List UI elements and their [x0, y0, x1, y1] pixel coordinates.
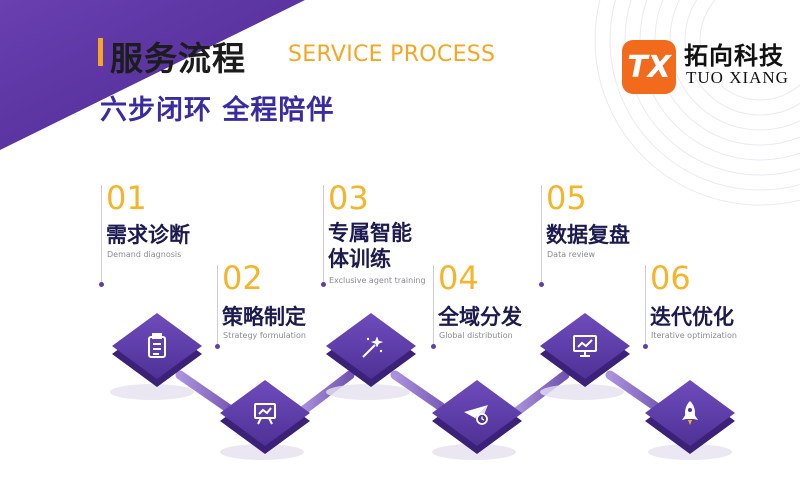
title-accent-bar — [98, 38, 103, 66]
step-3-subtitle: Exclusive agent training — [329, 276, 426, 285]
step-5-guide-line — [541, 185, 542, 283]
step-6-tile — [645, 380, 735, 454]
trend-chart-icon — [573, 335, 597, 357]
step-1-guide-dot — [99, 282, 104, 287]
step-4-subtitle: Global distribution — [439, 331, 513, 340]
step-6-title: 迭代优化 — [650, 305, 734, 329]
magic-wand-icon — [362, 336, 384, 358]
step-4-guide-line — [433, 265, 434, 345]
step-2-number: 02 — [222, 259, 263, 297]
step-1-number: 01 — [106, 179, 147, 217]
company-logo-icon: TX — [622, 40, 676, 94]
step-5-subtitle: Data review — [547, 250, 596, 259]
step-4-tile — [432, 380, 522, 454]
step-5-number: 05 — [546, 179, 587, 217]
clipboard-icon — [148, 333, 166, 358]
step-6-guide-dot — [643, 344, 648, 349]
step-3-guide-line — [323, 185, 324, 283]
step-6-number: 06 — [650, 259, 691, 297]
presentation-board-icon — [254, 403, 276, 425]
step-3-title: 专属智能 体训练 — [328, 221, 412, 271]
step-4-guide-dot — [431, 344, 436, 349]
step-2-guide-line — [217, 265, 218, 345]
step-1-title: 需求诊断 — [106, 223, 190, 247]
step-3-number: 03 — [328, 179, 369, 217]
step-5-title: 数据复盘 — [546, 223, 630, 247]
page-title-english: SERVICE PROCESS — [288, 42, 496, 67]
rocket-icon — [682, 401, 698, 425]
step-2-tile — [220, 380, 310, 454]
step-6-guide-line — [645, 265, 646, 345]
step-2-guide-dot — [215, 344, 220, 349]
company-name: 拓向科技 — [684, 41, 784, 70]
page-subtitle: 六步闭环 全程陪伴 — [100, 95, 335, 126]
step-6-subtitle: Iterative optimization — [651, 331, 737, 340]
step-5-tile — [540, 313, 630, 387]
step-3-guide-dot — [321, 282, 326, 287]
paper-plane-clock-icon — [464, 405, 488, 425]
step-1-tile — [112, 313, 202, 387]
step-2-subtitle: Strategy formulation — [223, 331, 306, 340]
page-title: 服务流程 — [110, 39, 246, 78]
step-3-tile — [326, 313, 416, 387]
step-1-guide-line — [101, 185, 102, 283]
logo-mark: TX — [627, 49, 671, 85]
purple-corner-band — [0, 0, 305, 150]
step-4-title: 全域分发 — [438, 305, 522, 329]
company-name-english: TUO XIANG — [686, 68, 789, 87]
step-1-subtitle: Demand diagnosis — [107, 250, 182, 259]
step-2-title: 策略制定 — [222, 305, 306, 329]
step-5-guide-dot — [539, 282, 544, 287]
step-4-number: 04 — [438, 259, 479, 297]
